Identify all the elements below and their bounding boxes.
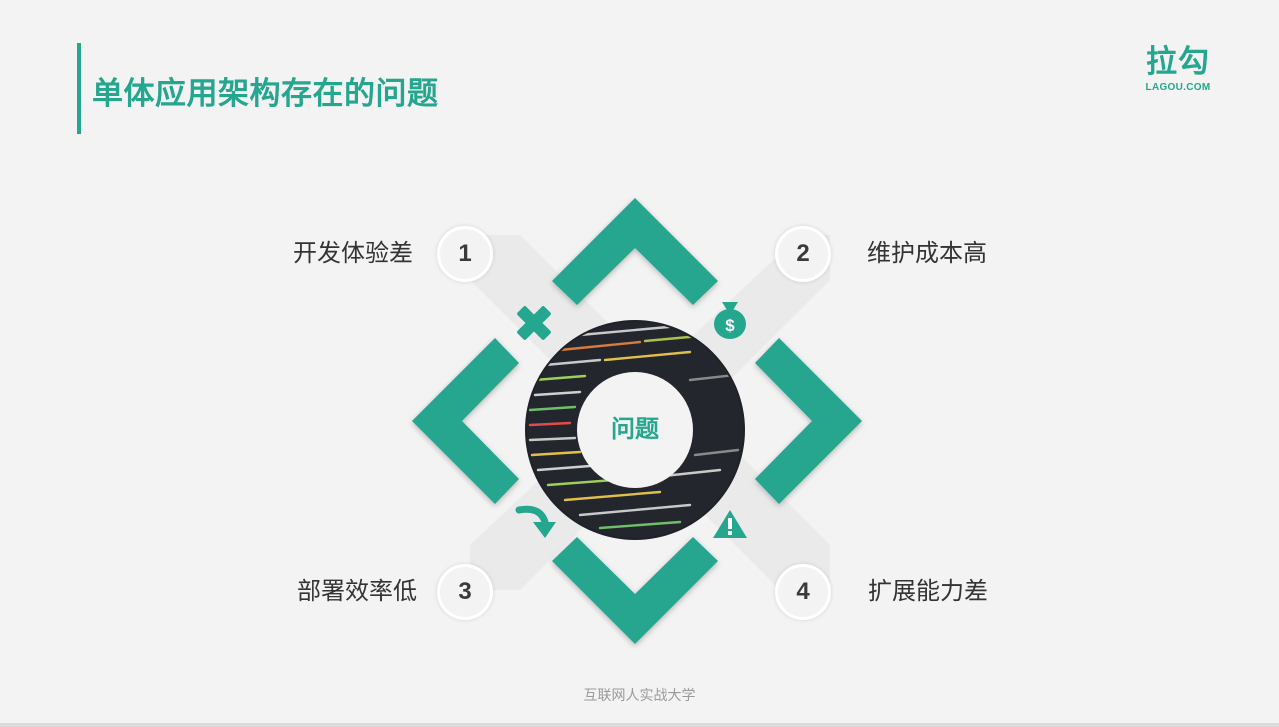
money-bag-icon: $ <box>714 302 746 339</box>
center-label: 问题 <box>611 415 659 443</box>
chevron-bottom <box>552 537 718 644</box>
title-accent-bar <box>77 43 81 134</box>
chevron-top <box>552 198 718 305</box>
close-icon <box>517 306 551 340</box>
logo-domain: LAGOU.COM <box>1145 82 1211 93</box>
curved-arrow-icon <box>515 505 556 538</box>
item-label-1: 开发体验差 <box>293 239 413 267</box>
warning-icon <box>713 510 747 538</box>
bottom-divider <box>0 723 1279 727</box>
footer-text: 互联网人实战大学 <box>583 688 696 704</box>
chevron-right <box>755 338 862 504</box>
item-number-3: 3 <box>437 564 493 620</box>
item-number-4: 4 <box>775 564 831 620</box>
logo-text: 拉勾 <box>1146 44 1210 80</box>
item-number-2: 2 <box>775 226 831 282</box>
page-title: 单体应用架构存在的问题 <box>92 76 439 112</box>
item-label-4: 扩展能力差 <box>868 577 988 605</box>
item-number-1: 1 <box>437 226 493 282</box>
chevron-left <box>412 338 519 504</box>
svg-text:$: $ <box>725 316 735 335</box>
item-label-2: 维护成本高 <box>867 239 987 267</box>
item-label-3: 部署效率低 <box>297 577 417 605</box>
brand-logo: 拉勾 LAGOU.COM <box>1140 44 1216 93</box>
